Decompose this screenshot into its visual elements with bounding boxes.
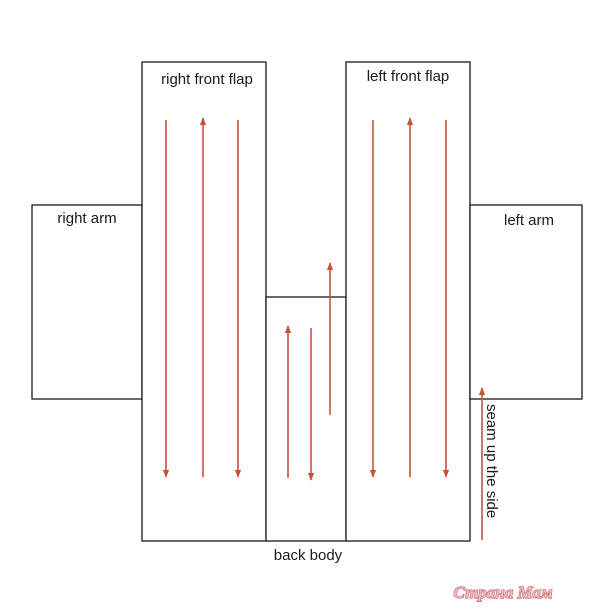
watermark-logo: Страна Мам xyxy=(453,583,552,602)
right-arm-label: right arm xyxy=(57,210,116,227)
seam-up-the-side-label: seam up the side xyxy=(483,404,500,518)
left-front-flap-panel xyxy=(345,61,471,542)
right-front-flap-panel xyxy=(141,61,267,542)
left-arm-panel xyxy=(469,204,583,400)
back-body-label: back body xyxy=(274,547,343,564)
right-arm-panel xyxy=(31,204,143,400)
left-arm-label: left arm xyxy=(504,212,554,229)
back-body-panel xyxy=(265,296,347,542)
left-front-flap-label: left front flap xyxy=(367,68,450,85)
right-front-flap-label: right front flap xyxy=(161,71,253,88)
